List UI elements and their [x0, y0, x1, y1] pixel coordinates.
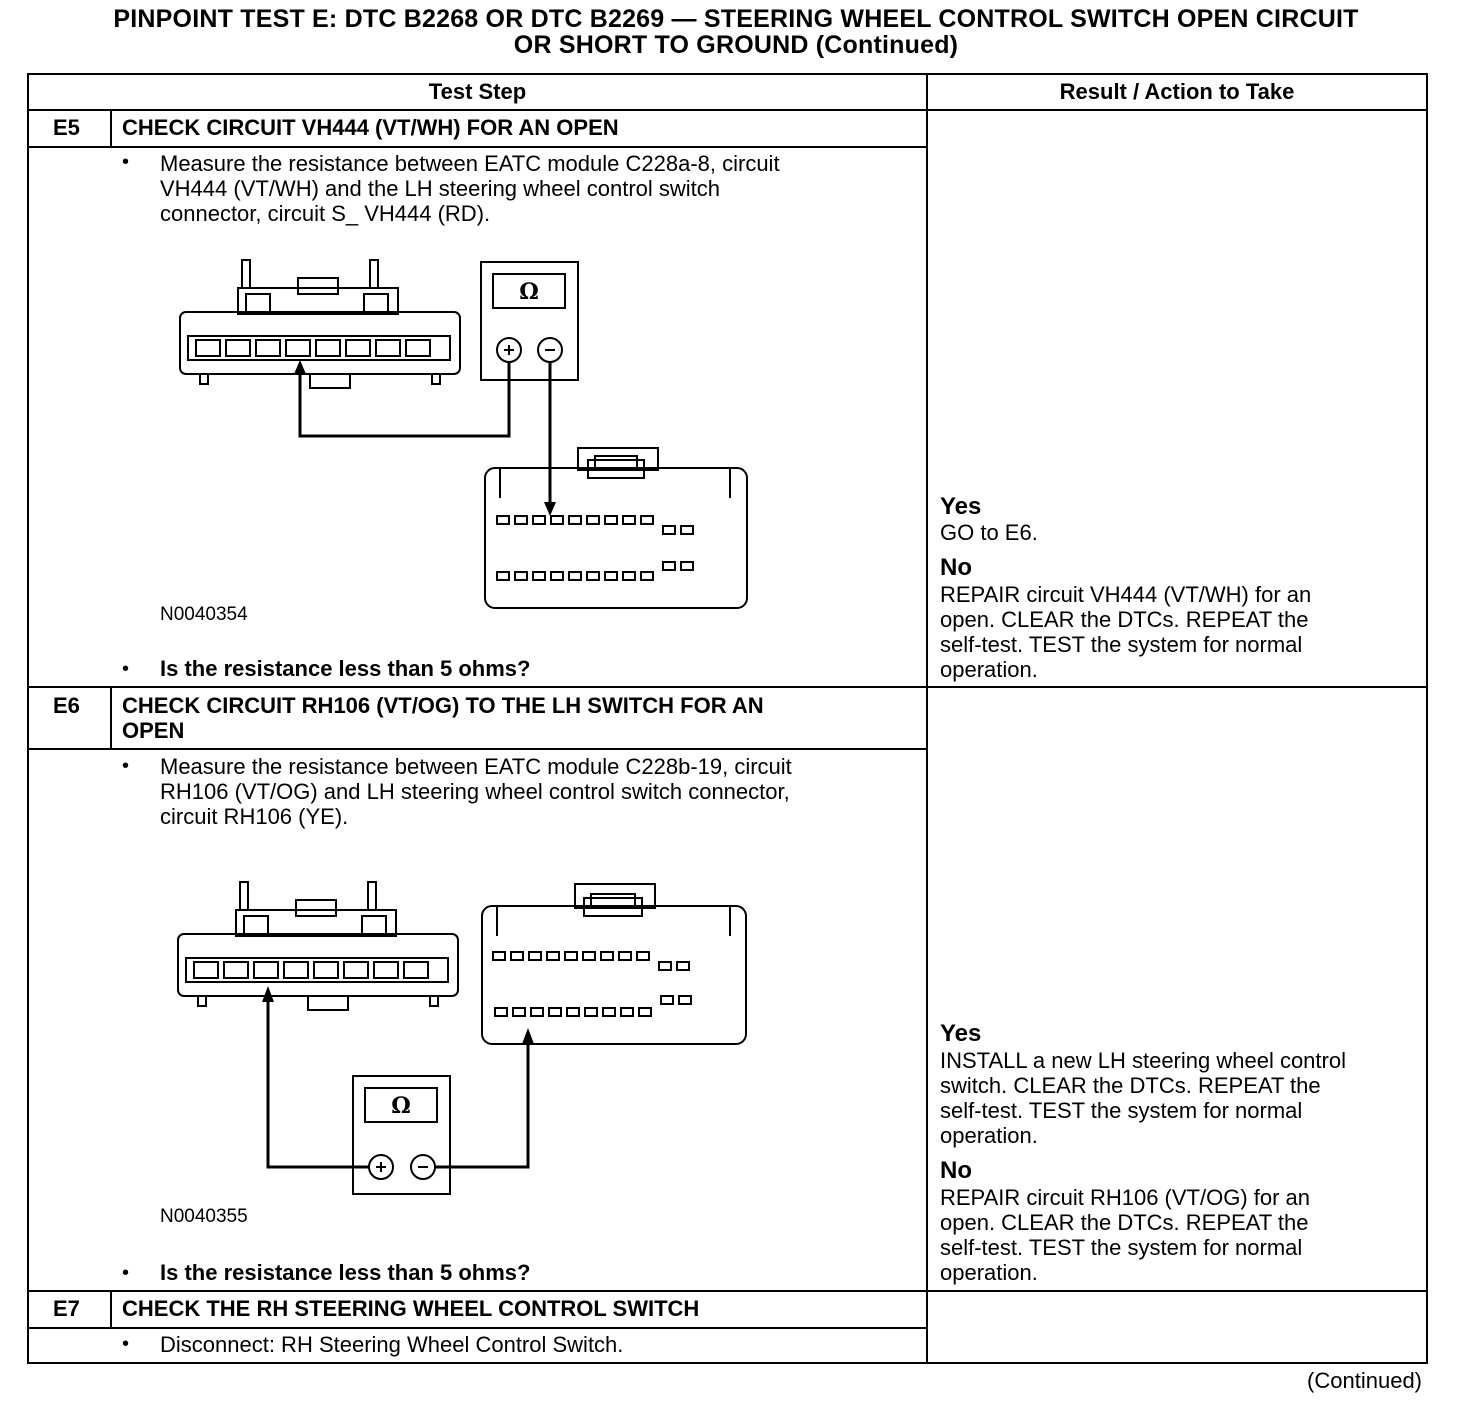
continued-label: (Continued) — [1307, 1368, 1422, 1393]
step-title-e7: CHECK THE RH STEERING WHEEL CONTROL SWIT… — [122, 1296, 700, 1321]
pinpoint-test-table — [27, 73, 1428, 1364]
e5-id-divider — [110, 109, 112, 147]
ohmmeter — [480, 261, 579, 381]
header-result: Result / Action to Take — [1059, 79, 1295, 104]
no-text-e6-2: open. CLEAR the DTCs. REPEAT the — [940, 1210, 1309, 1235]
bullet: • — [122, 658, 130, 680]
instruction-e5-line2: VH444 (VT/WH) and the LH steering wheel … — [160, 176, 721, 201]
e7-title-divider — [27, 1327, 927, 1329]
ohm-symbol: Ω — [519, 279, 539, 305]
e6-wiring-diagram: Ω — [177, 881, 747, 1195]
step-id-e7: E7 — [53, 1296, 80, 1321]
step-title-e6-2: OPEN — [122, 718, 185, 743]
ohm-symbol: Ω — [391, 1093, 411, 1119]
bullet: • — [122, 1333, 130, 1355]
yes-text-e6-3: self-test. TEST the system for normal — [940, 1098, 1303, 1123]
step-id-e5: E5 — [53, 115, 80, 140]
header-test-step: Test Step — [428, 79, 527, 104]
instruction-e5-line1: Measure the resistance between EATC modu… — [160, 151, 780, 176]
yes-text-e6-2: switch. CLEAR the DTCs. REPEAT the — [940, 1073, 1321, 1098]
figure-id-e5: N0040354 — [160, 604, 248, 625]
yes-text-e6-4: operation. — [940, 1123, 1038, 1148]
e5-row-divider — [27, 686, 1428, 688]
bullet: • — [122, 151, 130, 173]
yes-label-e5: Yes — [940, 493, 982, 520]
no-text-e5-4: operation. — [940, 657, 1038, 682]
yes-text-e6-1: INSTALL a new LH steering wheel control — [940, 1048, 1346, 1073]
no-text-e6-1: REPAIR circuit RH106 (VT/OG) for an — [940, 1185, 1311, 1210]
column-divider — [926, 73, 928, 1364]
instruction-e6-line1: Measure the resistance between EATC modu… — [160, 754, 792, 779]
instruction-e7-line1: Disconnect: RH Steering Wheel Control Sw… — [160, 1332, 624, 1357]
no-text-e6-3: self-test. TEST the system for normal — [940, 1235, 1303, 1260]
title-line-2: OR SHORT TO GROUND (Continued) — [513, 31, 959, 59]
e6-id-divider — [110, 686, 112, 749]
e5-wiring-diagram: Ω — [179, 259, 748, 609]
no-label-e5: No — [940, 554, 972, 581]
yes-label-e6: Yes — [940, 1020, 982, 1047]
step-title-e6-1: CHECK CIRCUIT RH106 (VT/OG) TO THE LH SW… — [122, 693, 764, 718]
lh-switch-connector — [484, 447, 748, 609]
instruction-e5-line3: connector, circuit S_ VH444 (RD). — [160, 201, 491, 226]
lh-switch-connector — [481, 883, 747, 1045]
figure-id-e6: N0040355 — [160, 1206, 248, 1227]
eatc-connector — [177, 881, 459, 1011]
no-label-e6: No — [940, 1157, 972, 1184]
e6-title-divider — [27, 748, 927, 750]
no-text-e6-4: operation. — [940, 1260, 1038, 1285]
no-text-e5-2: open. CLEAR the DTCs. REPEAT the — [940, 607, 1309, 632]
bullet: • — [122, 1262, 130, 1284]
question-e5: Is the resistance less than 5 ohms? — [160, 656, 531, 681]
step-title-e5: CHECK CIRCUIT VH444 (VT/WH) FOR AN OPEN — [122, 115, 619, 140]
e7-id-divider — [110, 1290, 112, 1328]
page-title: PINPOINT TEST E: DTC B2268 OR DTC B2269 … — [20, 6, 1452, 58]
bullet: • — [122, 755, 130, 777]
instruction-e6-line2: RH106 (VT/OG) and LH steering wheel cont… — [160, 779, 790, 804]
eatc-connector — [179, 259, 461, 389]
no-text-e5-3: self-test. TEST the system for normal — [940, 632, 1303, 657]
yes-text-e5: GO to E6. — [940, 520, 1038, 545]
instruction-e6-line3: circuit RH106 (YE). — [160, 804, 349, 829]
step-id-e6: E6 — [53, 693, 80, 718]
header-divider — [27, 109, 1428, 111]
e5-title-divider — [27, 146, 927, 148]
question-e6: Is the resistance less than 5 ohms? — [160, 1260, 531, 1285]
e6-row-divider — [27, 1290, 1428, 1292]
no-text-e5-1: REPAIR circuit VH444 (VT/WH) for an — [940, 582, 1312, 607]
title-line-1: PINPOINT TEST E: DTC B2268 OR DTC B2269 … — [113, 5, 1359, 33]
